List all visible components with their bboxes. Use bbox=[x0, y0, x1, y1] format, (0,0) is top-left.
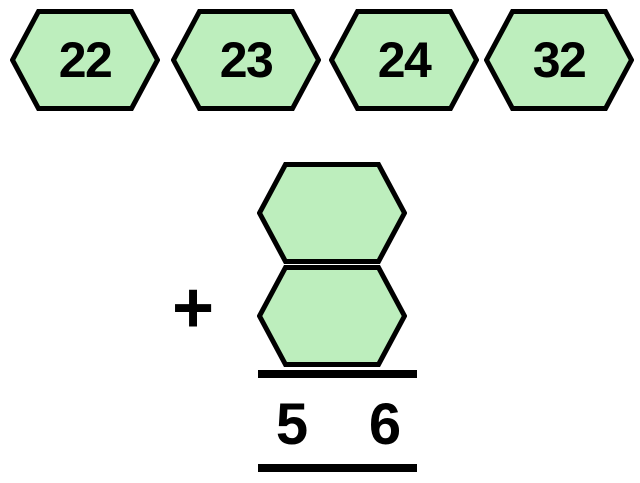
hexagon-icon bbox=[484, 9, 634, 111]
plus-operator: + bbox=[171, 268, 215, 348]
choice-tile-label: 23 bbox=[219, 32, 274, 88]
choice-tile-label: 32 bbox=[532, 32, 587, 88]
hexagon-icon bbox=[171, 9, 321, 111]
hexagon-icon bbox=[257, 265, 407, 367]
choice-tile-22[interactable]: 22 bbox=[10, 9, 160, 111]
hexagon-icon bbox=[257, 162, 407, 264]
hexagon-icon bbox=[329, 9, 479, 111]
choice-tile-23[interactable]: 23 bbox=[171, 9, 321, 111]
hexagon-icon bbox=[10, 9, 160, 111]
choice-tile-label: 22 bbox=[58, 32, 113, 88]
choice-tile-24[interactable]: 24 bbox=[329, 9, 479, 111]
sum-tens-digit: 5 bbox=[275, 392, 309, 457]
addend-slot-1[interactable] bbox=[257, 162, 407, 264]
choice-tile-32[interactable]: 32 bbox=[484, 9, 634, 111]
answer-line bbox=[258, 464, 417, 472]
sum-ones-digit: 6 bbox=[368, 392, 402, 457]
addend-slot-2[interactable] bbox=[257, 265, 407, 367]
choice-tile-label: 24 bbox=[377, 32, 432, 88]
sum-line bbox=[258, 370, 417, 378]
